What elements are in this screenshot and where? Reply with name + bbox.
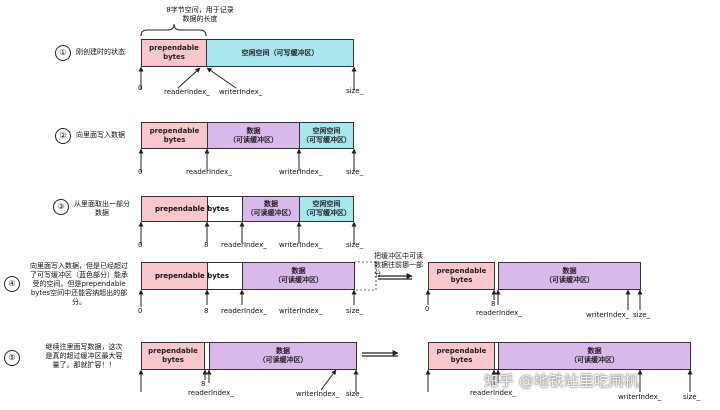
reader-index-label: readerIndex_ <box>476 309 522 317</box>
step-3-desc: 从里面取出一部分 数据 <box>74 200 130 217</box>
writable-block: 空闲空间 （可写缓冲区） <box>299 196 354 222</box>
step-5-marker: ⑤ <box>4 350 20 366</box>
prependable-block: prependable bytes <box>141 39 207 67</box>
writer-index-label: writerIndex_ <box>279 168 323 176</box>
prependable-label: prependable bytes <box>154 272 230 280</box>
writer-index-label: writerIndex_ <box>279 307 323 315</box>
eight-label: 8 <box>201 380 206 388</box>
watermark-text: 知乎 @地铁站里吃闸机 <box>484 372 639 390</box>
step-4-marker: ④ <box>4 276 20 292</box>
readable-block: 数据 （可读缓冲区） <box>498 342 691 370</box>
size-label: size_ <box>346 168 364 176</box>
size-label: size_ <box>346 241 364 249</box>
reader-index-label: readerIndex_ <box>164 88 210 96</box>
reader-index-label: readerIndex_ <box>221 241 267 249</box>
size-label: size_ <box>633 311 651 319</box>
header-note: 8字节空间，用于记录 数据的长度 <box>166 6 234 23</box>
zero-label: 0 <box>138 168 143 176</box>
prependable-block: prependable bytes <box>428 342 495 370</box>
writer-index-label: writerIndex_ <box>279 241 323 249</box>
prependable-block <box>141 262 208 290</box>
size-label: size_ <box>346 307 364 315</box>
eight-label: 8 <box>491 300 496 308</box>
prependable-block: prependable bytes <box>428 262 495 290</box>
step-2-desc: 向里面写入数据 <box>76 131 125 139</box>
prependable-block: prependable bytes <box>141 122 208 149</box>
eight-label: 8 <box>204 307 209 315</box>
move-note: 把缓冲区中可读 数据往前挪一部 分 <box>374 252 423 278</box>
empty-block <box>207 196 243 222</box>
brace-icon <box>140 23 207 37</box>
writable-block: 空闲空间 （可写缓冲区） <box>299 122 354 149</box>
readable-block: 数据 （可读缓冲区） <box>242 262 355 290</box>
step-3-marker: ③ <box>53 199 69 215</box>
step-5-desc: 继续往里面写数据，这次 是真的超过缓冲区最大容 量了。那就扩容！！ <box>45 343 123 369</box>
readable-block: 数据 （可读缓冲区） <box>209 342 357 370</box>
reader-index-label: readerIndex_ <box>470 389 516 397</box>
step-1-desc: 刚创建时的状态 <box>76 48 125 56</box>
prependable-block: prependable bytes <box>141 342 205 370</box>
step-2-marker: ② <box>55 128 71 144</box>
writer-index-label: writerIndex_ <box>219 88 263 96</box>
size-label: size_ <box>683 393 701 401</box>
writer-index-label: writerIndex_ <box>296 390 340 398</box>
writer-index-label: writerIndex_ <box>586 311 630 319</box>
reader-index-label: readerIndex_ <box>188 389 234 397</box>
writer-index-label: writerIndex_ <box>618 393 662 401</box>
zero-label: 0 <box>425 305 430 313</box>
reader-index-label: readerIndex_ <box>221 307 267 315</box>
zero-label: 0 <box>138 84 143 92</box>
size-label: size_ <box>346 87 364 95</box>
step-4-desc: 向里面写入数据，但是已经超过 了可写缓冲区（蓝色部分）能承 受的空间。但是pre… <box>30 262 128 306</box>
readable-block: 数据 （可读缓冲区） <box>242 196 300 222</box>
zero-label: 0 <box>138 241 143 249</box>
zero-label: 0 <box>138 307 143 315</box>
eight-label: 8 <box>204 241 209 249</box>
readable-block: 数据 （可读缓冲区） <box>498 262 641 290</box>
reader-index-label: readerIndex_ <box>186 168 232 176</box>
writable-block: 空闲空间（可写缓冲区） <box>206 39 354 67</box>
step-1-marker: ① <box>55 45 71 61</box>
readable-block: 数据 （可读缓冲区） <box>207 122 300 149</box>
eight-label: 8 <box>491 380 496 388</box>
size-label: size_ <box>346 390 364 398</box>
prependable-label: prependable bytes <box>154 205 230 213</box>
empty-block <box>207 262 243 290</box>
